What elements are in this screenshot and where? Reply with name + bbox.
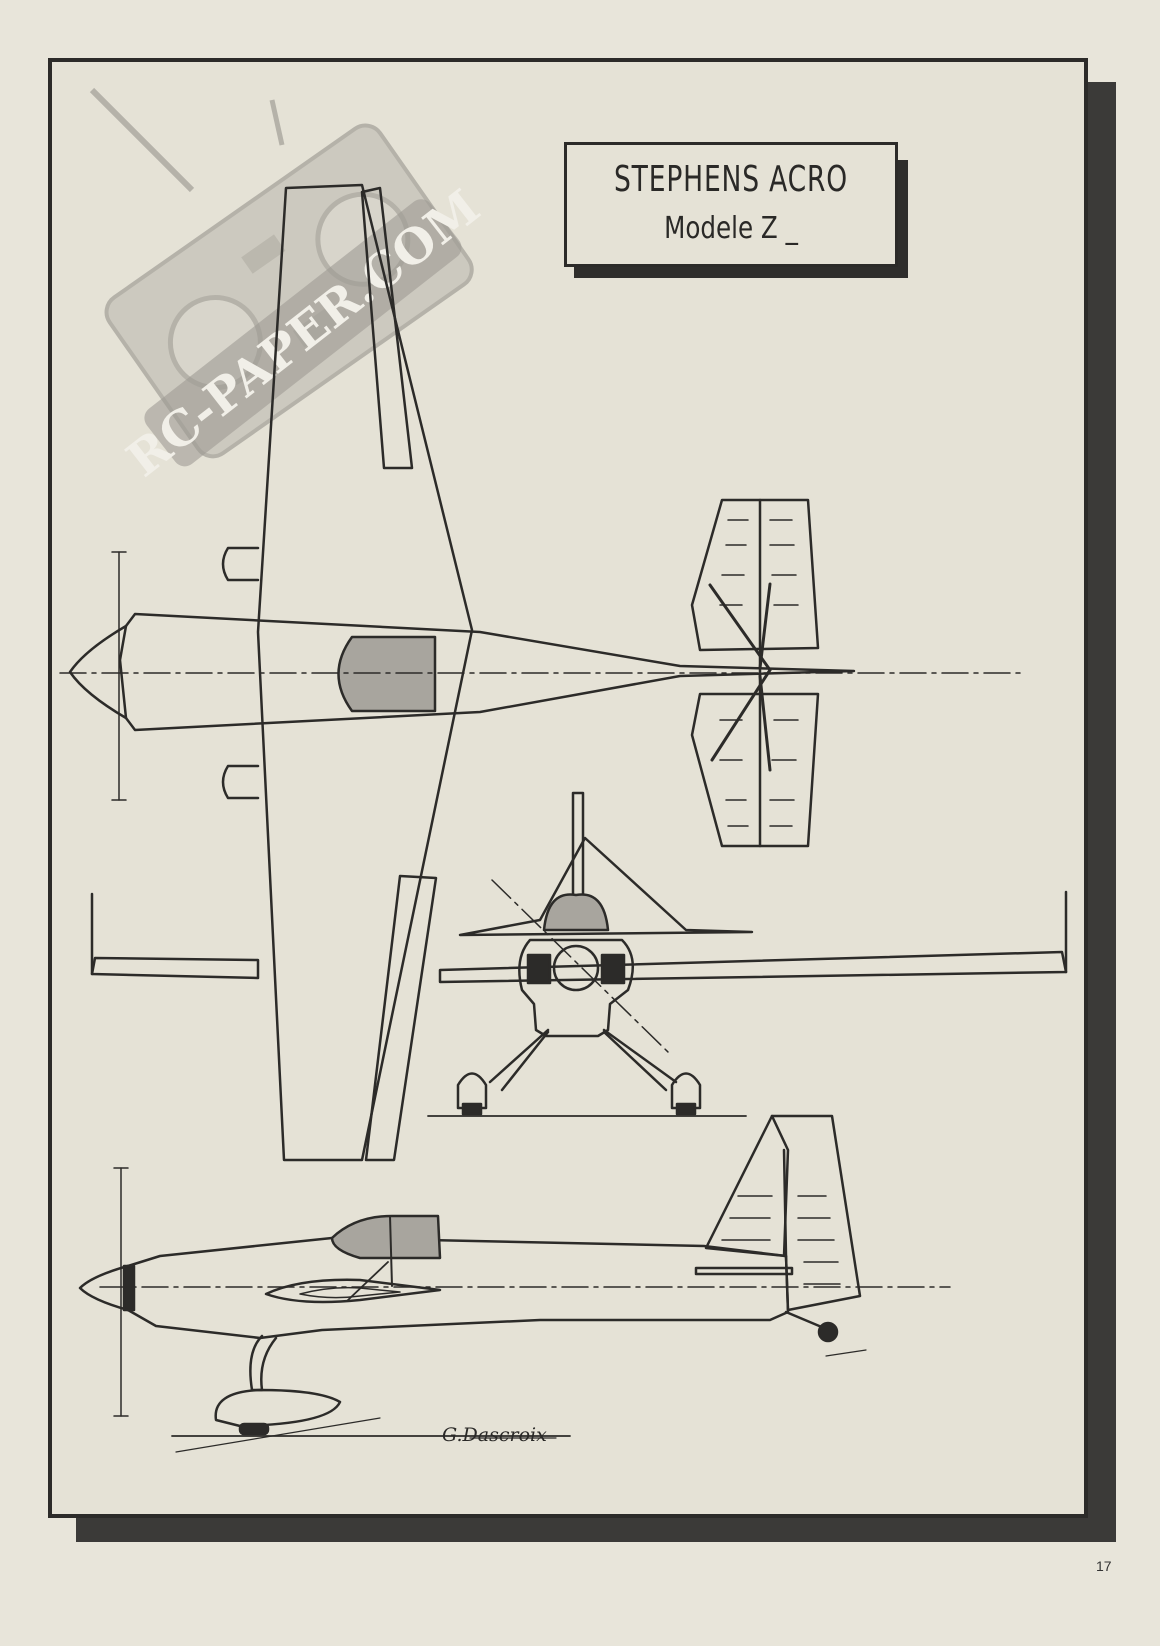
top-view-stabilizer-upper xyxy=(690,498,820,652)
top-view-wheelpant-lower xyxy=(221,764,260,800)
front-view-wheelpant-right xyxy=(670,1072,702,1110)
side-view-rib-marks xyxy=(721,1195,841,1285)
front-view-spinner xyxy=(552,944,600,992)
top-view-fuselage xyxy=(118,612,856,732)
side-view-gear-leg xyxy=(249,1334,278,1392)
side-view-stabilizer xyxy=(694,1266,794,1276)
designer-signature: G.Dascroix xyxy=(442,1424,547,1446)
front-view xyxy=(90,791,1068,1117)
side-view-tailwheel xyxy=(817,1321,839,1343)
side-view-wheelpant xyxy=(214,1388,342,1428)
aircraft-name: STEPHENS ACRO xyxy=(613,159,848,200)
front-view-fin xyxy=(571,791,585,903)
side-view-wing-section xyxy=(264,1278,442,1304)
front-view-wheelpant-left xyxy=(456,1072,488,1110)
top-view-stabilizer-lower xyxy=(690,692,820,848)
top-view-canopy xyxy=(337,635,437,713)
front-view-fuselage xyxy=(518,938,635,1038)
top-view xyxy=(59,183,1021,1162)
side-view-spinner xyxy=(78,1264,130,1312)
model-name: Modele Z _ xyxy=(664,211,798,246)
side-view-canopy xyxy=(330,1214,442,1260)
front-view-gear-right xyxy=(602,1028,678,1084)
top-view-aileron xyxy=(360,186,414,470)
side-view-fuselage xyxy=(126,1236,790,1340)
front-view-wing-left xyxy=(90,956,260,980)
front-view-canopy xyxy=(542,893,610,932)
front-view-gear-left xyxy=(488,1028,550,1084)
side-view xyxy=(78,1114,951,1453)
top-view-wing xyxy=(256,183,474,1162)
top-view-wheelpant-upper xyxy=(221,546,260,582)
side-view-fin xyxy=(704,1114,862,1312)
front-view-cheek-right xyxy=(600,953,626,985)
title-box: STEPHENS ACRO Modele Z _ xyxy=(564,142,898,267)
front-view-stabilizer xyxy=(458,836,754,937)
top-view-rib-marks xyxy=(719,519,799,827)
top-view-spinner xyxy=(68,624,128,720)
top-view-flap xyxy=(364,874,438,1162)
front-view-cheek-left xyxy=(526,953,552,985)
page-number: 17 xyxy=(1096,1558,1112,1574)
